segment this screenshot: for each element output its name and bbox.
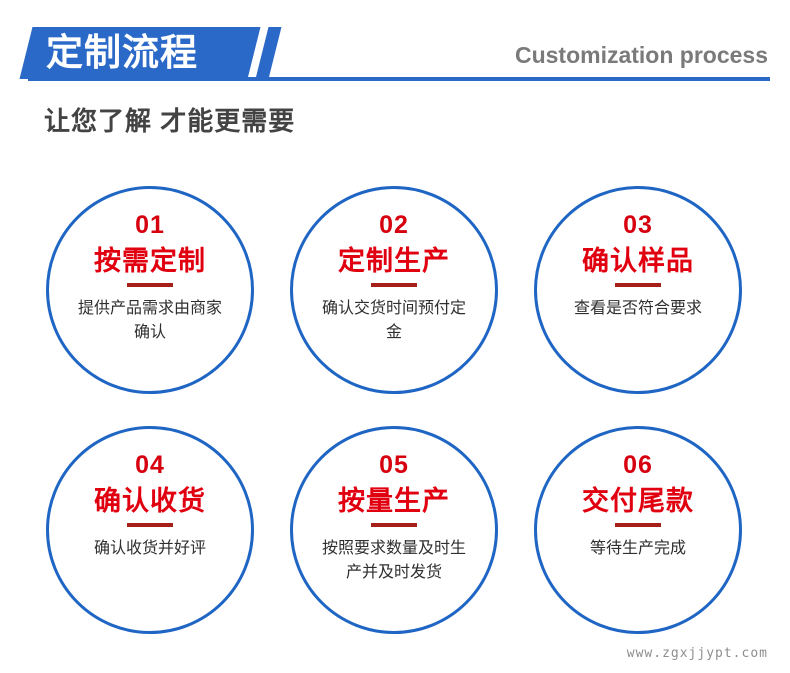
- step-title: 交付尾款: [582, 486, 694, 516]
- step-divider: [615, 523, 661, 528]
- step-number: 05: [379, 451, 409, 479]
- step-divider: [615, 283, 661, 288]
- step-number: 02: [379, 211, 409, 239]
- header-slash-accent: [255, 27, 282, 79]
- step-circle-02: 02 定制生产 确认交货时间预付定金: [290, 186, 498, 394]
- page-title-cn: 定制流程: [46, 32, 198, 73]
- step-title: 确认样品: [582, 246, 694, 276]
- step-circle-03: 03 确认样品 查看是否符合要求: [534, 186, 742, 394]
- step-title: 确认收货: [94, 486, 206, 516]
- step-description: 按照要求数量及时生产并及时发货: [321, 540, 466, 581]
- step-title: 按需定制: [94, 246, 206, 276]
- step-divider: [371, 523, 417, 528]
- steps-grid: 01 按需定制 提供产品需求由商家确认 02 定制生产 确认交货时间预付定金 0…: [0, 178, 790, 648]
- step-number: 06: [623, 451, 653, 479]
- step-divider: [127, 283, 173, 288]
- step-number: 04: [135, 451, 165, 479]
- site-watermark: www.zgxjjypt.com: [626, 646, 768, 661]
- page-title-en: Customization process: [514, 42, 768, 68]
- step-number: 01: [135, 211, 165, 239]
- step-circle-05: 05 按量生产 按照要求数量及时生产并及时发货: [290, 426, 498, 634]
- step-circle-01: 01 按需定制 提供产品需求由商家确认: [46, 186, 254, 394]
- step-title: 定制生产: [338, 246, 450, 276]
- step-description: 查看是否符合要求: [573, 300, 702, 318]
- header-rule: [28, 77, 770, 81]
- step-divider: [127, 523, 173, 528]
- page-header: 定制流程 Customization process: [0, 0, 790, 92]
- step-description: 确认收货并好评: [93, 540, 206, 558]
- step-description: 确认交货时间预付定金: [321, 300, 466, 341]
- step-divider: [371, 283, 417, 288]
- step-description: 提供产品需求由商家确认: [77, 300, 222, 341]
- step-circle-06: 06 交付尾款 等待生产完成: [534, 426, 742, 634]
- step-number: 03: [623, 211, 653, 239]
- step-description: 等待生产完成: [589, 540, 686, 558]
- step-circle-04: 04 确认收货 确认收货并好评: [46, 426, 254, 634]
- step-title: 按量生产: [338, 486, 450, 516]
- page-subtitle: 让您了解 才能更需要: [44, 106, 296, 136]
